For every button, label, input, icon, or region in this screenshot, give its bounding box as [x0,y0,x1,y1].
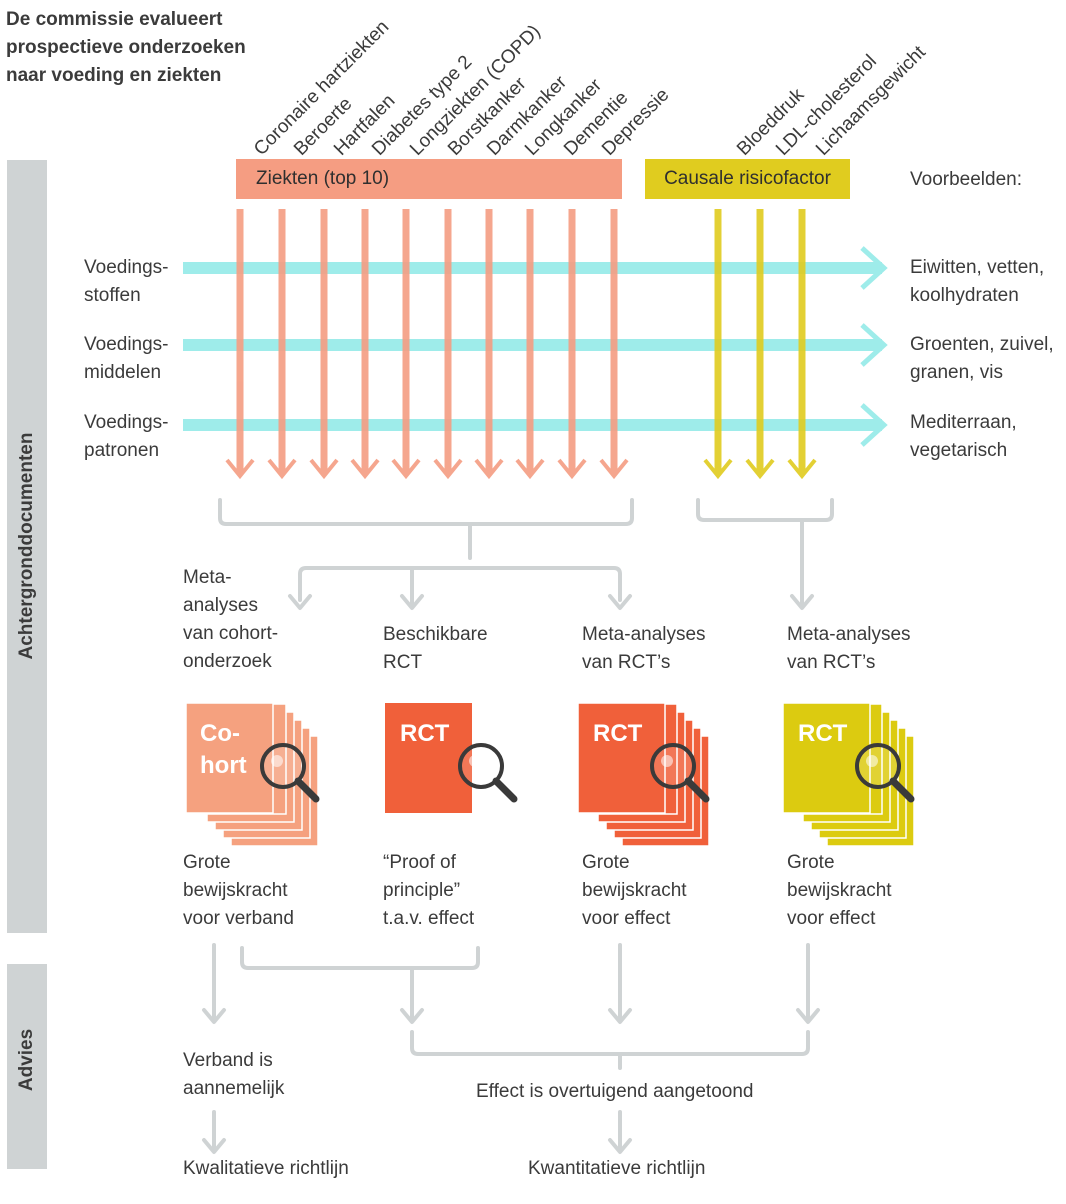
example-patterns: Mediterraan,vegetarisch [910,412,1017,461]
rct-document [385,703,472,813]
doc-title-rct-meta: RCT [593,720,643,747]
magnifier-icon [650,743,710,803]
row-label-nutrients: Voedings-stoffen [84,257,169,306]
doc-title-rct: RCT [400,720,450,747]
study-label-cohort: Meta-analyses van cohort-onderzoek [183,567,279,672]
doc-title-cohort: Co-hort [200,720,247,779]
row-label-foods: Voedings-middelen [84,334,169,383]
examples-header: Voorbeelden: [910,169,1022,190]
diseases-header: Ziekten (top 10) [236,159,622,199]
sidebar-advice [7,964,47,1169]
advice-quantitative-guideline: Kwantitatieve richtlijn [528,1158,706,1179]
doc-title-rct-risk: RCT [798,720,848,747]
risk-factor-header: Causale risicofactor [645,159,850,199]
magnifier-icon [458,743,518,803]
rct-risk-document-stack [782,702,915,847]
advice-qualitative-guideline: Kwalitatieve richtlijn [183,1158,349,1179]
example-foods: Groenten, zuivel,granen, vis [910,334,1054,383]
diagram-title: De commissie evalueert prospectieve onde… [6,9,246,86]
rct-meta-document-stack [577,702,710,847]
magnifier-icon [855,743,915,803]
example-nutrients: Eiwitten, vetten,koolhydraten [910,257,1045,306]
magnifier-icon [260,743,320,803]
sidebar-background-documents [7,160,47,933]
row-label-patterns: Voedings-patronen [84,412,169,461]
advice-effect: Effect is overtuigend aangetoond [476,1081,754,1102]
